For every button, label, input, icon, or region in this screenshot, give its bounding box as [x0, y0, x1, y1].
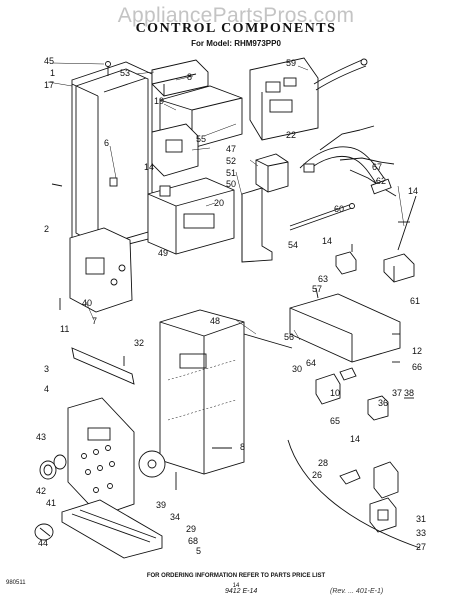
callout: 33: [416, 528, 426, 538]
callout-labels: 45 1 17 53 8 59 19 55 22 47 6 52 14 51 5…: [36, 56, 426, 556]
callout: 63: [318, 274, 328, 284]
callout: 7: [92, 316, 97, 326]
callout: 3: [44, 364, 49, 374]
dial-part: [138, 450, 166, 478]
ground-wire-part: [287, 439, 421, 549]
callout: 48: [210, 316, 220, 326]
callout: 26: [312, 470, 322, 480]
circuit-board-part: [249, 57, 319, 141]
switch-part: [315, 367, 357, 405]
callout: 52: [226, 156, 236, 166]
callout: 28: [318, 458, 328, 468]
callout: 62: [376, 176, 386, 186]
rod-part: [289, 203, 355, 231]
page-title: CONTROL COMPONENTS: [135, 21, 337, 36]
callout: 11: [60, 324, 69, 334]
callout: 32: [134, 338, 144, 348]
front-control-panel-part: [67, 397, 135, 517]
callout: 17: [44, 80, 54, 90]
callout: 8: [187, 72, 192, 82]
callout: 42: [36, 486, 46, 496]
callout: 61: [410, 296, 420, 306]
wire-lead-part: [313, 58, 368, 91]
callout: 10: [330, 388, 340, 398]
callout: 14: [350, 434, 360, 444]
callout: 50: [226, 179, 236, 189]
callout: 19: [154, 96, 164, 106]
model-subtitle: For Model: RHM973PP0: [191, 39, 281, 48]
watermark: AppliancePartsPros.com: [117, 4, 355, 27]
callout: 65: [330, 416, 340, 426]
callout: 37: [392, 388, 402, 398]
shield-plate-part: [151, 59, 209, 97]
callout: 5: [196, 546, 201, 556]
callout: 31: [416, 514, 426, 524]
relay-switch-part: [255, 153, 289, 193]
callout: 39: [156, 500, 166, 510]
document-number: 980511: [6, 580, 26, 586]
callout: 49: [158, 248, 168, 258]
callout: 60: [334, 204, 344, 214]
cylinder-part: [370, 178, 392, 195]
callout: 47: [226, 144, 236, 154]
rear-plate-part: [289, 293, 401, 363]
ordering-footnote: FOR ORDERING INFORMATION REFER TO PARTS …: [146, 573, 326, 579]
callout: 14: [144, 162, 154, 172]
leader-lines: [47, 62, 405, 341]
callout: 64: [306, 358, 316, 368]
trim-strip-part: [71, 347, 135, 385]
callout: 27: [416, 542, 426, 552]
callout: 20: [214, 198, 224, 208]
callout: 45: [44, 56, 54, 66]
callout: 41: [46, 498, 56, 508]
callout: 66: [412, 362, 422, 372]
handwritten-revision-note: (Rev. ... 401-E-1): [330, 588, 384, 595]
callout: 29: [186, 524, 196, 534]
callout: 56: [284, 332, 294, 342]
callout: 51: [226, 168, 236, 178]
mounting-bracket-part: [241, 187, 273, 263]
callout: 57: [312, 284, 322, 294]
callout: 55: [196, 134, 206, 144]
bottom-knob-part: [34, 523, 54, 541]
callout: 44: [38, 538, 48, 548]
callout: 8: [240, 442, 245, 452]
callout: 53: [120, 68, 130, 78]
page-number: 14: [232, 583, 240, 589]
side-bracket-part: [383, 195, 417, 283]
bracket-clip-part: [339, 469, 361, 485]
handwritten-note: 9412 E-14: [225, 588, 258, 595]
callout: 2: [44, 224, 49, 234]
callout: 38: [404, 388, 414, 398]
callout: 14: [322, 236, 332, 246]
callout: 14: [408, 186, 418, 196]
callout: 1: [50, 68, 55, 78]
callout: 68: [188, 536, 198, 546]
display-panel-part: [69, 227, 133, 313]
bottom-trim-part: [61, 499, 163, 559]
connector-part: [335, 251, 357, 275]
callout: 54: [288, 240, 298, 250]
callout: 6: [104, 138, 109, 148]
control-module-part: [147, 177, 235, 255]
knob-part: [39, 454, 67, 480]
callout: 59: [286, 58, 296, 68]
callout: 22: [286, 130, 296, 140]
callout: 67: [372, 162, 382, 172]
callout: 40: [82, 298, 92, 308]
callout: 43: [36, 432, 46, 442]
latch-part: [369, 461, 399, 533]
screws: [51, 61, 414, 490]
callout: 36: [378, 398, 388, 408]
callout: 34: [170, 512, 180, 522]
callout: 30: [292, 364, 302, 374]
callout: 12: [412, 346, 422, 356]
small-switch-part: [367, 395, 389, 421]
control-box-part: [159, 309, 293, 475]
callout: 4: [44, 384, 49, 394]
switch-plate-part: [151, 123, 199, 177]
